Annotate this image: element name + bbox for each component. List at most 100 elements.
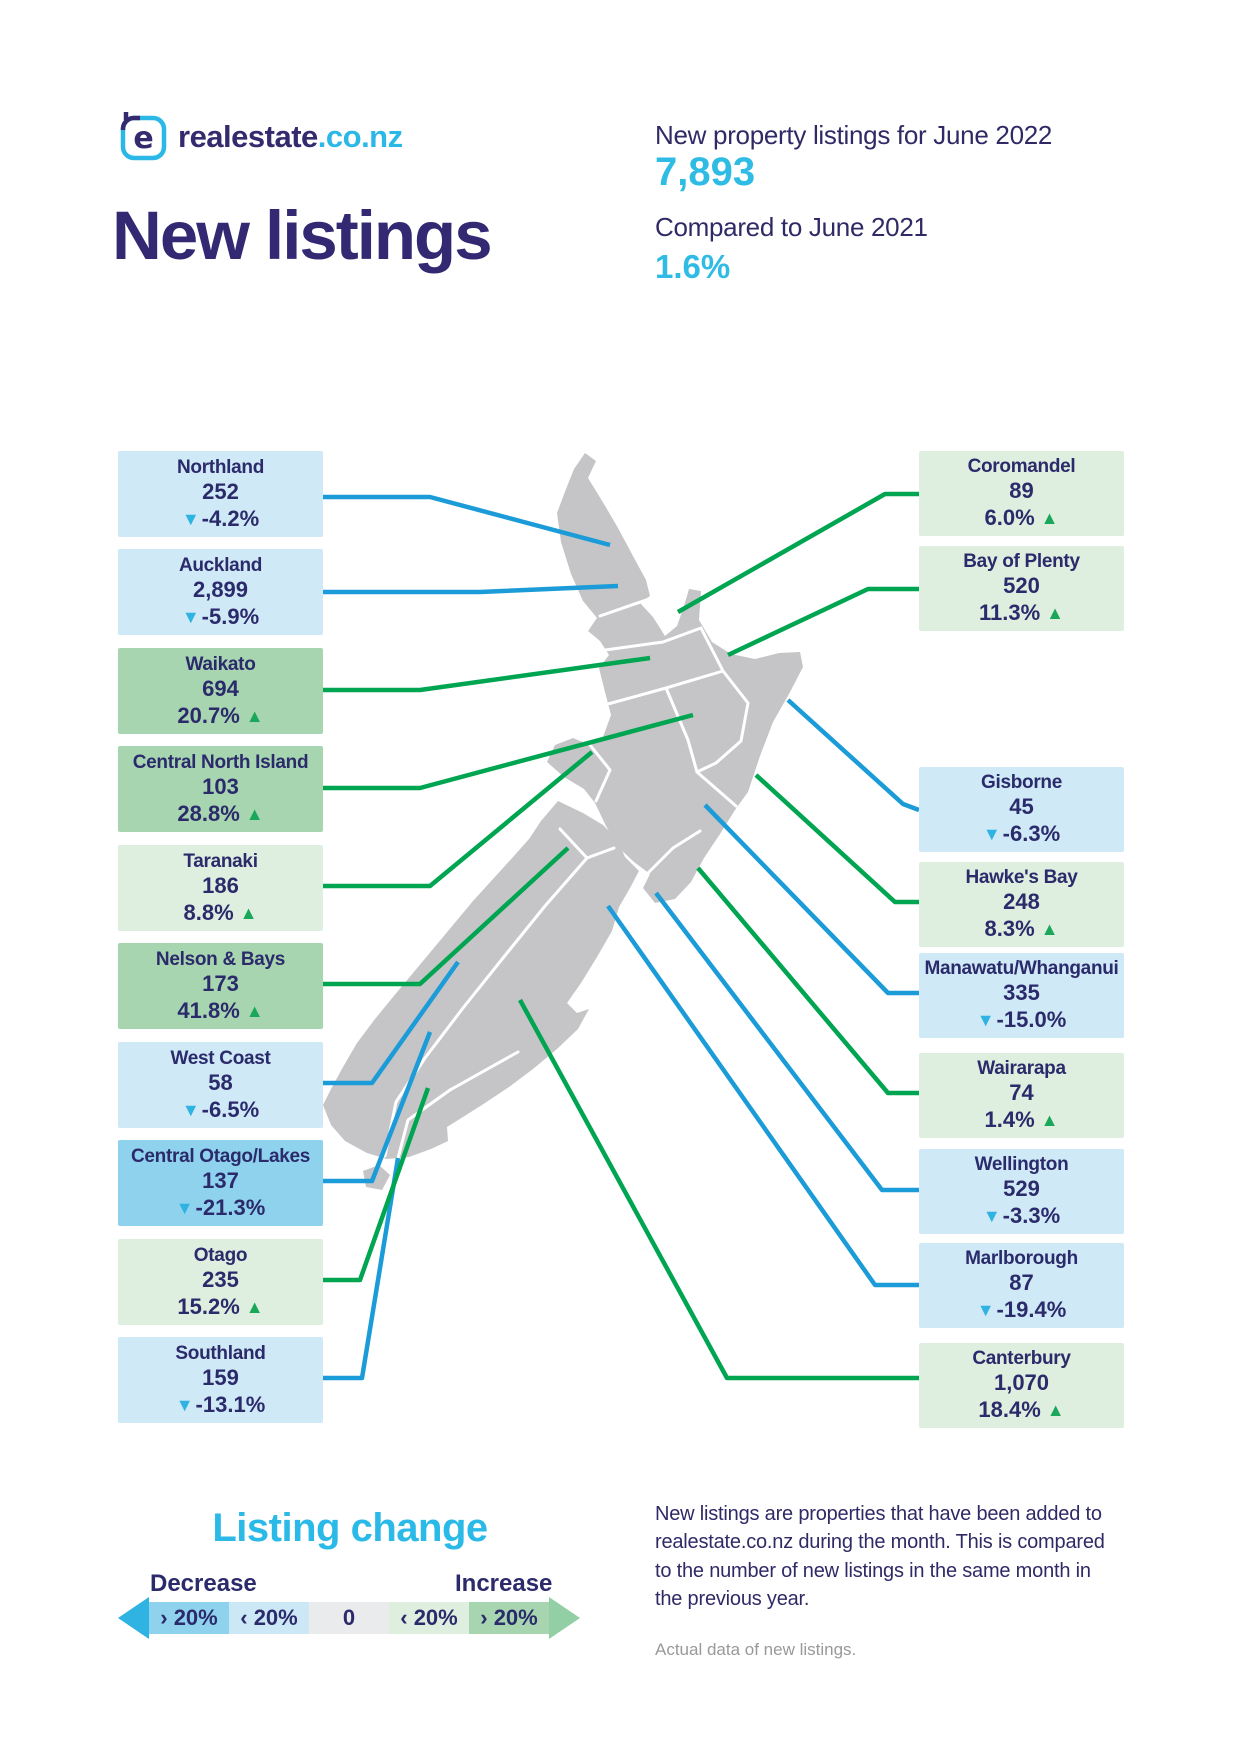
region-value: 58 (208, 1069, 233, 1095)
region-name: Auckland (178, 554, 263, 576)
leader-line-wellington (654, 891, 919, 1193)
legend-left-arrow-icon (118, 1597, 149, 1639)
region-value: 74 (1009, 1080, 1034, 1106)
region-card-auckland: Auckland 2,899 ▼-5.9% (118, 549, 323, 635)
leader-line-hawkes-bay (754, 773, 919, 905)
region-card-coromandel: Coromandel 89 6.0%▲ (919, 451, 1124, 536)
increase-triangle-icon: ▲ (245, 1296, 264, 1317)
decrease-triangle-icon: ▼ (976, 1010, 995, 1031)
region-name: Southland (175, 1342, 266, 1364)
region-name: Bay of Plenty (963, 551, 1080, 573)
region-value: 186 (202, 872, 239, 898)
region-card-gisborne: Gisborne 45 ▼-6.3% (919, 767, 1124, 852)
region-change: ▼-19.4% (976, 1297, 1067, 1323)
decrease-triangle-icon: ▼ (982, 824, 1001, 845)
region-change: ▼-5.9% (181, 603, 260, 629)
region-name: Wairarapa (977, 1058, 1066, 1080)
increase-triangle-icon: ▲ (245, 803, 264, 824)
region-card-taranaki: Taranaki 186 8.8%▲ (118, 845, 323, 931)
increase-triangle-icon: ▲ (245, 1000, 264, 1021)
region-value: 45 (1009, 794, 1034, 820)
region-value: 159 (202, 1364, 239, 1390)
region-change: ▼-6.5% (181, 1096, 260, 1122)
region-name: Taranaki (183, 850, 258, 872)
increase-triangle-icon: ▲ (1040, 919, 1059, 940)
region-change: 1.4%▲ (984, 1107, 1059, 1133)
leader-line-gisborne (786, 698, 920, 813)
legend-seg-increase-lt20: ‹ 20% (389, 1602, 469, 1634)
region-name: Manawatu/Whanganui (924, 958, 1119, 980)
leader-line-marlborough (606, 904, 919, 1288)
increase-triangle-icon: ▲ (239, 902, 258, 923)
leader-line-coromandel (676, 491, 919, 614)
leader-line-central-otago-lakes (323, 1031, 433, 1184)
legend-increase-label: Increase (455, 1570, 553, 1597)
footnote-note: Actual data of new listings. (655, 1640, 857, 1659)
region-value: 89 (1009, 478, 1034, 504)
region-card-wairarapa: Wairarapa 74 1.4%▲ (919, 1053, 1124, 1138)
legend-seg-zero: 0 (309, 1602, 389, 1634)
region-value: 235 (202, 1266, 239, 1292)
region-change: 28.8%▲ (177, 800, 264, 826)
region-change: 11.3%▲ (979, 600, 1064, 626)
legend-right-arrow-icon (549, 1597, 580, 1639)
region-name: Central North Island (132, 751, 309, 773)
leader-line-waikato (323, 655, 651, 693)
decrease-triangle-icon: ▼ (181, 508, 200, 529)
region-name: Coromandel (967, 456, 1076, 478)
north-island (547, 453, 803, 903)
logo-wordmark: realestate.co.nz (178, 119, 403, 155)
decrease-triangle-icon: ▼ (175, 1197, 194, 1218)
stat1-label: New property listings for June 2022 (655, 120, 1053, 150)
region-value: 335 (1003, 980, 1040, 1006)
region-value: 87 (1009, 1270, 1034, 1296)
region-name: Central Otago/Lakes (130, 1145, 311, 1167)
stewart-island (363, 1165, 390, 1190)
region-change: 18.4%▲ (978, 1397, 1065, 1423)
region-change: 6.0%▲ (984, 505, 1059, 531)
region-name: Hawke's Bay (965, 867, 1078, 889)
region-value: 694 (202, 675, 239, 701)
region-value: 529 (1003, 1176, 1040, 1202)
legend-title: Listing change (212, 1506, 488, 1550)
decrease-triangle-icon: ▼ (175, 1394, 194, 1415)
leader-line-auckland (323, 583, 619, 595)
leader-line-bay-of-plenty (727, 586, 919, 658)
leader-line-canterbury (518, 998, 919, 1381)
region-card-marlborough: Marlborough 87 ▼-19.4% (919, 1243, 1124, 1328)
region-card-northland: Northland 252 ▼-4.2% (118, 451, 323, 537)
decrease-triangle-icon: ▼ (181, 606, 200, 627)
region-card-otago: Otago 235 15.2%▲ (118, 1239, 323, 1325)
region-change: ▼-15.0% (976, 1007, 1067, 1033)
region-card-waikato: Waikato 694 20.7%▲ (118, 648, 323, 734)
region-name: Wellington (974, 1154, 1069, 1176)
region-card-hawkes-bay: Hawke's Bay 248 8.3%▲ (919, 862, 1124, 947)
stat2-label: Compared to June 2021 (655, 212, 928, 242)
region-card-nelson-bays: Nelson & Bays 173 41.8%▲ (118, 943, 323, 1029)
region-name: Waikato (185, 653, 256, 675)
region-change: 8.3%▲ (984, 916, 1059, 942)
leader-line-wairarapa (696, 866, 919, 1096)
stat1-value: 7,893 (655, 150, 756, 194)
region-name: Nelson & Bays (155, 948, 286, 970)
leader-line-manawatu-whanganui (703, 803, 919, 996)
region-card-southland: Southland 159 ▼-13.1% (118, 1337, 323, 1423)
region-value: 103 (202, 773, 239, 799)
region-change: 41.8%▲ (177, 997, 264, 1023)
region-change: ▼-13.1% (175, 1391, 266, 1417)
region-change: ▼-21.3% (175, 1194, 266, 1220)
leader-line-taranaki (323, 750, 594, 889)
region-change: 20.7%▲ (177, 702, 264, 728)
region-value: 252 (202, 478, 239, 504)
region-value: 248 (1003, 889, 1040, 915)
legend-seg-decrease-gt20: › 20% (149, 1602, 229, 1634)
legend-decrease-label: Decrease (150, 1570, 257, 1597)
legend-seg-decrease-lt20: ‹ 20% (229, 1602, 309, 1634)
region-boundaries (383, 597, 750, 1160)
region-name: Gisborne (980, 772, 1062, 794)
logo-domain: .co.nz (317, 119, 403, 154)
logo: e realestate.co.nz (118, 110, 403, 164)
region-card-manawatu-whanganui: Manawatu/Whanganui 335 ▼-15.0% (919, 953, 1124, 1038)
